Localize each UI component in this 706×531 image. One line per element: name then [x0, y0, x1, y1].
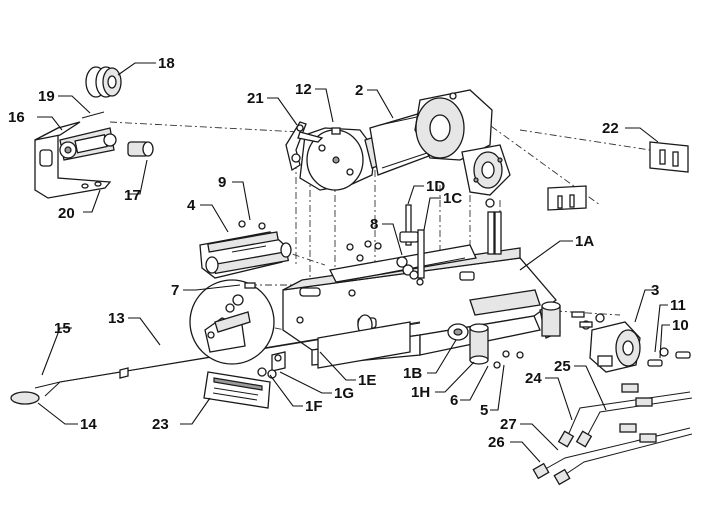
callout-2: 2 [355, 82, 363, 99]
callout-18: 18 [158, 55, 175, 72]
callout-22: 22 [602, 120, 619, 137]
callout-21: 21 [247, 90, 264, 107]
callout-1c: 1C [443, 190, 462, 207]
callout-15: 15 [54, 320, 71, 337]
callout-20: 20 [58, 205, 75, 222]
callout-4: 4 [187, 197, 196, 214]
callout-11: 11 [670, 297, 686, 314]
callout-7: 7 [171, 282, 179, 299]
callout-8: 8 [370, 216, 378, 233]
callout-1e: 1E [358, 372, 376, 389]
callout-19: 19 [38, 88, 55, 105]
callout-16: 16 [8, 109, 25, 126]
callout-6: 6 [450, 392, 458, 409]
callout-5: 5 [480, 402, 488, 419]
roller-guide [199, 220, 292, 279]
callout-1h: 1H [411, 384, 430, 401]
callout-24: 24 [525, 370, 542, 387]
callout-labels: 18 19 16 17 20 21 12 2 22 9 4 1D 1C 8 1A… [8, 55, 689, 451]
leader-lines [37, 62, 670, 463]
callout-17: 17 [124, 187, 141, 204]
callout-13: 13 [108, 310, 125, 327]
washers [356, 240, 419, 280]
callout-12: 12 [295, 81, 312, 98]
decal-label [203, 371, 271, 409]
callout-14: 14 [80, 416, 97, 433]
winch-drum [299, 89, 511, 196]
clutch-lever [285, 121, 341, 172]
callout-1b: 1B [403, 365, 422, 382]
base-plate-hardware [257, 321, 411, 379]
pulley [85, 66, 122, 98]
callout-27: 27 [500, 416, 517, 433]
callout-10: 10 [672, 317, 689, 334]
callout-9: 9 [218, 174, 226, 191]
callout-26: 26 [488, 434, 505, 451]
callout-3: 3 [651, 282, 659, 299]
callout-1d: 1D [426, 178, 445, 195]
callout-1f: 1F [305, 398, 323, 415]
detail-view [189, 279, 275, 365]
shim-plate [649, 141, 689, 173]
callout-1a: 1A [575, 233, 594, 250]
spacer-plate [547, 185, 587, 211]
callout-1g: 1G [334, 385, 354, 402]
hydraulic-hoses [532, 383, 693, 486]
roller-bracket-assembly [34, 111, 154, 199]
callout-23: 23 [152, 416, 169, 433]
callout-25: 25 [554, 358, 571, 375]
frame-posts [399, 198, 502, 279]
bolts [244, 243, 593, 328]
hydraulic-motor [581, 313, 691, 373]
roller-bushings [469, 301, 561, 369]
